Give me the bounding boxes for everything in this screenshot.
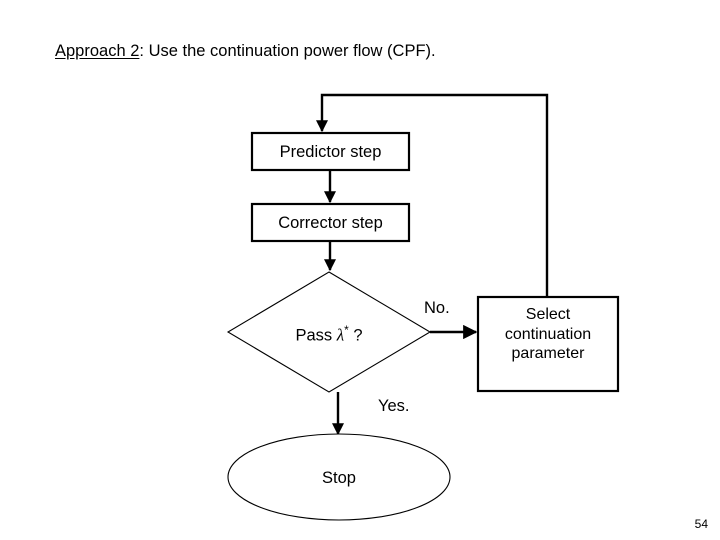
- node-decision-pass-lambda: [226, 271, 432, 393]
- node-decision-label: Pass λ* ?: [249, 323, 409, 346]
- page-title-emphasis: Approach 2: [55, 42, 140, 60]
- page-title: Approach 2: Use the continuation power f…: [55, 42, 436, 61]
- node-select-label: Select continuation parameter: [504, 306, 592, 363]
- node-predictor-step-label: Predictor step: [279, 143, 382, 161]
- edge-label-yes: Yes.: [378, 397, 410, 415]
- node-predictor-step: [250, 131, 411, 172]
- asterisk-symbol: *: [344, 323, 349, 337]
- edge-feedback-loop: [316, 93, 549, 297]
- page-title-rest: : Use the continuation power flow (CPF).: [139, 42, 436, 60]
- node-stop: [227, 433, 451, 521]
- node-stop-label: Stop: [322, 469, 356, 487]
- lambda-symbol: λ: [336, 325, 345, 345]
- edge-label-no: No.: [424, 299, 450, 317]
- node-corrector-step-label: Corrector step: [278, 214, 383, 232]
- node-select-continuation-parameter: [476, 295, 620, 393]
- decision-label-suffix: ?: [348, 326, 363, 345]
- page-number: 54: [694, 517, 708, 531]
- decision-label-prefix: Pass: [295, 326, 337, 345]
